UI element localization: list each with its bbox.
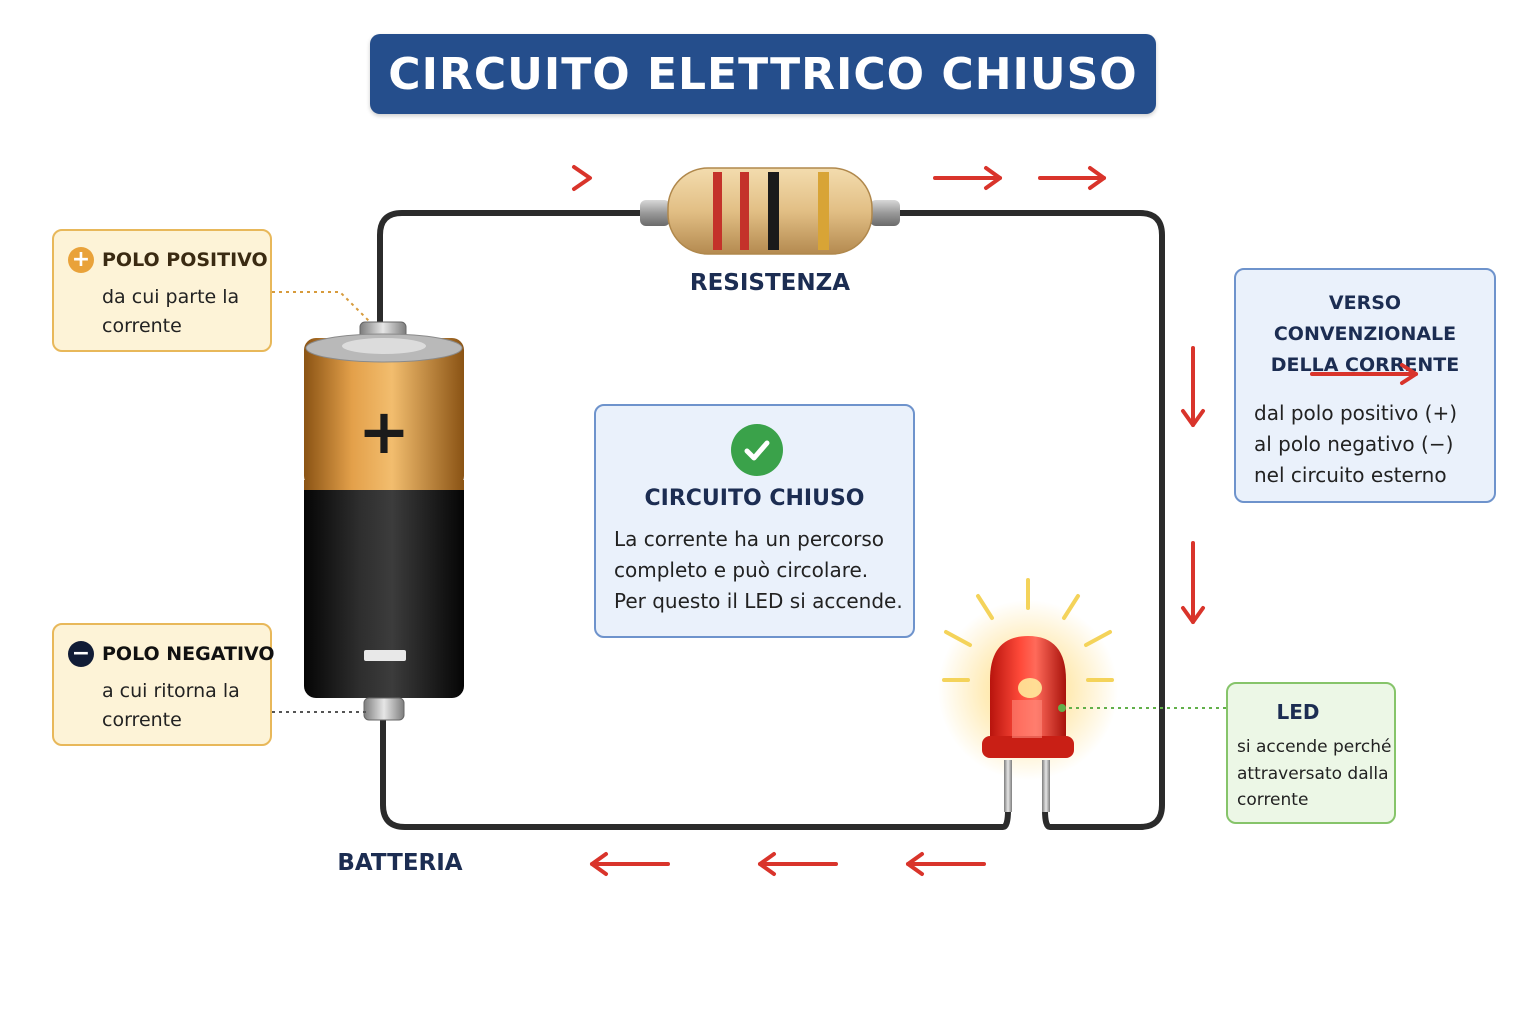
current-direction-callout: VERSO CONVENZIONALE DELLA CORRENTE dal p… (1234, 268, 1496, 503)
negative-pole-title: POLO NEGATIVO (102, 643, 275, 665)
resistor-label: RESISTENZA (689, 270, 851, 296)
current-direction-text: dal polo positivo (+) al polo negativo (… (1254, 398, 1489, 491)
closed-circuit-line: Per questo il LED si accende. (614, 589, 903, 613)
led-title: LED (1276, 700, 1320, 724)
led-line: corrente (1237, 790, 1309, 810)
closed-circuit-callout: CIRCUITO CHIUSO La corrente ha un percor… (594, 404, 915, 638)
led-callout: LED si accende perché attraversato dalla… (1226, 682, 1396, 824)
battery-minus-sign (364, 650, 406, 661)
negative-pole-text: a cui ritorna la corrente (102, 677, 267, 735)
negative-pole-callout: − POLO NEGATIVO a cui ritorna la corrent… (52, 623, 275, 746)
current-direction-line: dal polo positivo (+) (1254, 401, 1458, 425)
positive-pole-text: da cui parte la corrente (102, 283, 267, 341)
closed-circuit-line: La corrente ha un percorso (614, 527, 885, 551)
page-title: CIRCUITO ELETTRICO CHIUSO (388, 48, 1138, 100)
positive-pole-callout: + POLO POSITIVO da cui parte la corrente (52, 229, 272, 352)
negative-pole-line: corrente (102, 709, 182, 731)
battery-plus-sign: + (358, 395, 410, 468)
closed-circuit-title: CIRCUITO CHIUSO (644, 486, 865, 511)
closed-circuit-text: La corrente ha un percorso completo e pu… (614, 524, 906, 617)
wire-bottom (380, 717, 1011, 830)
current-direction-title-line: VERSO CONVENZIONALE (1273, 292, 1457, 345)
minus-icon: − (68, 641, 94, 667)
current-arrows (412, 165, 1205, 876)
led-text: si accende perché attraversato dalla cor… (1237, 734, 1395, 814)
arrow-right-icon (1310, 363, 1418, 385)
current-direction-line: nel circuito esterno (1254, 463, 1447, 487)
led-line: attraversato dalla (1237, 763, 1389, 784)
positive-pole-title: POLO POSITIVO (102, 249, 268, 271)
led-line: si accende perché (1237, 737, 1392, 757)
positive-pole-line: da cui parte la (102, 286, 240, 308)
resistor (640, 167, 900, 255)
wire-right (892, 210, 1165, 830)
positive-pole-line: corrente (102, 315, 182, 337)
led (938, 578, 1118, 812)
positive-pole-heading: + POLO POSITIVO (68, 247, 268, 273)
battery: + (304, 321, 464, 721)
wire-top (377, 210, 648, 325)
check-icon (731, 424, 783, 476)
leader-positive (272, 291, 371, 323)
negative-pole-heading: − POLO NEGATIVO (68, 641, 275, 667)
battery-label: BATTERIA (337, 850, 463, 876)
negative-pole-line: a cui ritorna la (102, 680, 240, 702)
current-direction-line: al polo negativo (−) (1254, 432, 1454, 456)
plus-icon: + (68, 247, 94, 273)
title-banner: CIRCUITO ELETTRICO CHIUSO (370, 34, 1156, 114)
closed-circuit-line: completo e può circolare. (614, 558, 869, 582)
